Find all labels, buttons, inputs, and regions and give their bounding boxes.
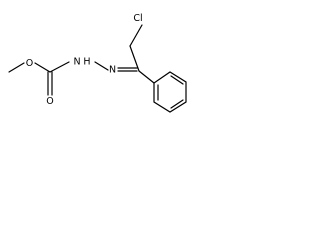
bond-c-phenyl [138,70,155,84]
bond-ch2-cl [129,24,143,47]
bond-carbonyl-nh [49,61,70,73]
phenyl-hexagon [153,71,187,113]
bonds [8,24,155,96]
atom-n-hydrazine: N [73,57,80,68]
phenyl-inner-bond-2 [170,99,184,109]
bond-methyl-o [8,62,25,73]
phenyl-ring [153,71,187,113]
atom-n-imine: N [109,65,116,76]
molecule-diagram: O O N H N Cl [8,13,187,113]
bond-nh-n [94,61,109,71]
atom-labels: O O N H N Cl [26,13,143,107]
atom-cl: Cl [133,13,142,24]
atom-o-methoxy: O [26,58,33,69]
atom-o-carbonyl: O [46,96,53,107]
bond-o-carbonyl [34,62,51,73]
bond-c-ch2 [129,45,140,72]
phenyl-inner-bond-1 [170,75,184,85]
atom-h-hydrazine: H [83,57,90,68]
